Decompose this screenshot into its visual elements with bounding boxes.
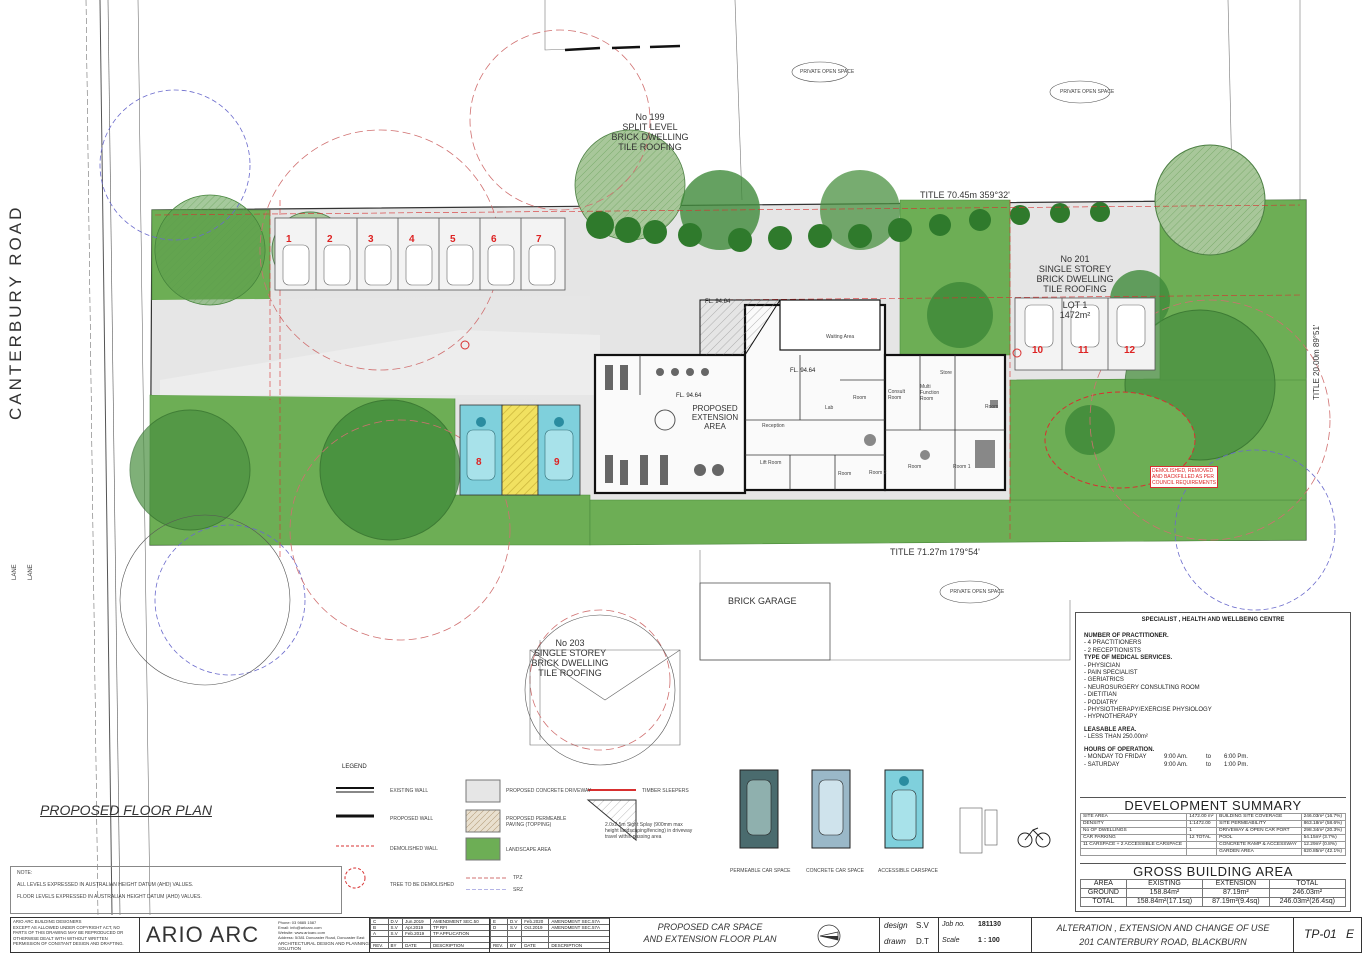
sheet-number: TP-01: [1304, 927, 1337, 941]
sheet-revision: E: [1346, 927, 1355, 941]
building: [593, 299, 1007, 495]
legend-heading: LEGEND: [342, 764, 367, 770]
legend: LEGEND EXISTING WALL PROPOSED WALL DEMOL…: [336, 764, 693, 893]
car-type-permeable: PERMEABLE CAR SPACE: [730, 868, 791, 874]
north-arrow-icon: [817, 924, 841, 948]
room-lab: Lab: [825, 405, 834, 411]
plan-title: PROPOSED FLOOR PLAN: [40, 802, 212, 818]
accessible-spaces: [459, 404, 581, 496]
private-open-space-3: PRIVATE OPEN SPACE: [950, 589, 1005, 595]
title-north: TITLE 70.45m 359°32': [920, 190, 1010, 200]
car-type-legend: [739, 769, 1051, 854]
centre-title: SPECIALIST , HEALTH AND WELLBEING CENTRE: [1141, 617, 1285, 623]
neighbour-boundaries: [539, 0, 1301, 740]
hedge-row: [586, 202, 1110, 252]
car-space-10: 10: [1032, 345, 1044, 356]
room-1: Room 1: [953, 464, 971, 470]
car-spaces-east: [1014, 297, 1156, 371]
project-title: ALTERATION , EXTENSION AND CHANGE OF USE…: [1056, 923, 1270, 947]
car-space-12: 12: [1124, 345, 1136, 356]
existing-fl: FL. 94.64: [790, 368, 816, 374]
title-south: TITLE 71.27m 179°54': [890, 547, 980, 557]
design-info-cell: design S.V drawn D.T Job no. 181130 Scal…: [879, 918, 1032, 952]
room-store: Store: [940, 370, 952, 376]
extension-fl: FL. 94.64: [676, 393, 702, 399]
info-panel: SPECIALIST , HEALTH AND WELLBEING CENTRE…: [1075, 612, 1351, 912]
car-space-3: 3: [368, 234, 374, 245]
brick-garage-label: BRICK GARAGE: [728, 596, 797, 606]
car-space-4: 4: [409, 234, 415, 245]
car-space-6: 6: [491, 234, 497, 245]
car-space-5: 5: [450, 234, 456, 245]
car-type-accessible: ACCESSIBLE CARSPACE: [878, 868, 938, 874]
room-reception: Reception: [762, 423, 785, 429]
fence-marks: [564, 44, 681, 52]
lane-label-2: LANE: [28, 564, 34, 580]
car-space-2: 2: [327, 234, 333, 245]
room-b: Room: [985, 404, 999, 410]
room-a: Room: [853, 395, 867, 401]
room-d: Room: [838, 471, 852, 477]
room-c: Room: [908, 464, 922, 470]
car-space-8: 8: [476, 457, 482, 468]
room-waiting: Waiting Area: [826, 334, 855, 340]
site-plan: [85, 0, 1336, 915]
note-box: NOTE: ALL LEVELS EXPRESSED IN AUSTRALIAN…: [10, 866, 342, 914]
ramp-fl: FL. 94.64: [705, 299, 731, 305]
room-2: Room 2: [869, 470, 887, 476]
car-type-concrete: CONCRETE CAR SPACE: [806, 868, 864, 874]
car-space-1: 1: [286, 234, 292, 245]
car-space-9: 9: [554, 457, 560, 468]
car-space-7: 7: [536, 234, 542, 245]
room-consult: Consult Room: [888, 389, 905, 401]
project-cell: ALTERATION , EXTENSION AND CHANGE OF USE…: [1031, 918, 1294, 952]
private-open-space-1: PRIVATE OPEN SPACE: [800, 69, 855, 75]
private-open-space-2: PRIVATE OPEN SPACE: [1060, 89, 1115, 95]
title-east: TITLE 20.00m 89°51': [1312, 324, 1321, 400]
car-spaces-north: [274, 217, 566, 291]
road-name: CANTERBURY ROAD: [6, 204, 25, 420]
firm-logo: ARIO ARC: [146, 922, 260, 947]
sheet-cell: TP-01 E: [1293, 918, 1362, 952]
car-space-11: 11: [1078, 345, 1089, 356]
house-203-outline: [529, 649, 681, 746]
lane-label-1: LANE: [12, 564, 18, 580]
centre-info: NUMBER OF PRACTITIONER. - 4 PRACTITIONER…: [1084, 633, 1249, 769]
room-multi: Multi Function Room: [920, 384, 940, 402]
brick-garage-outline: [699, 582, 831, 661]
trees: [129, 129, 1276, 541]
room-lift: Lift Room: [760, 460, 782, 466]
